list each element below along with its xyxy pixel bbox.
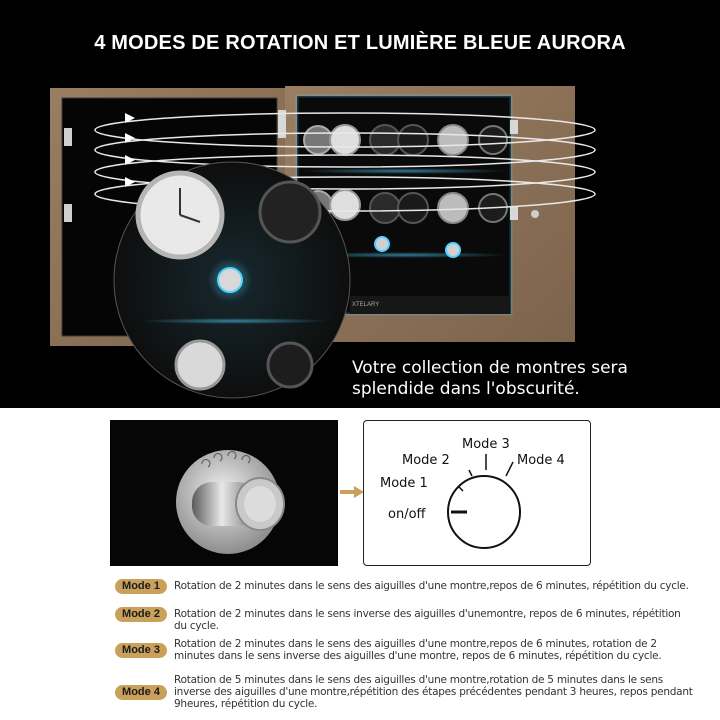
hero-caption: Votre collection de montres sera splendi… xyxy=(352,358,628,399)
rotation-rings xyxy=(94,112,596,212)
mode-badge: Mode 3 xyxy=(115,643,167,658)
mode-badge: Mode 2 xyxy=(115,607,167,622)
arrow-right-icon xyxy=(340,486,364,498)
dial-label-on-off: on/off xyxy=(388,507,426,522)
mode-description: Rotation de 5 minutes dans le sens des a… xyxy=(174,674,693,710)
mode-dial-diagram: on/off Mode 1 Mode 2 Mode 3 Mode 4 xyxy=(363,420,591,566)
hero-banner: 4 MODES DE ROTATION ET LUMIÈRE BLEUE AUR… xyxy=(0,0,720,408)
mode-badge: Mode 4 xyxy=(115,685,167,700)
mode-badge: Mode 1 xyxy=(115,579,167,594)
mode-description: Rotation de 2 minutes dans le sens des a… xyxy=(174,580,689,592)
magnifier-closeup xyxy=(113,161,351,399)
brand-mark: XTELARY xyxy=(352,302,380,308)
dial-icon xyxy=(447,454,521,549)
dial-label-mode4: Mode 4 xyxy=(517,453,565,468)
dial-label-mode3: Mode 3 xyxy=(462,437,510,452)
mode-description: Rotation de 2 minutes dans le sens des a… xyxy=(174,638,662,662)
dial-label-mode2: Mode 2 xyxy=(402,453,450,468)
watch-winder-illustration xyxy=(50,86,596,399)
dial-label-mode1: Mode 1 xyxy=(380,476,428,491)
rotation-arrows xyxy=(125,113,135,187)
knob-photo xyxy=(110,420,338,566)
control-knob-image xyxy=(176,450,285,554)
hero-title: 4 MODES DE ROTATION ET LUMIÈRE BLEUE AUR… xyxy=(94,32,626,54)
mode-description: Rotation de 2 minutes dans le sens inver… xyxy=(174,608,681,632)
